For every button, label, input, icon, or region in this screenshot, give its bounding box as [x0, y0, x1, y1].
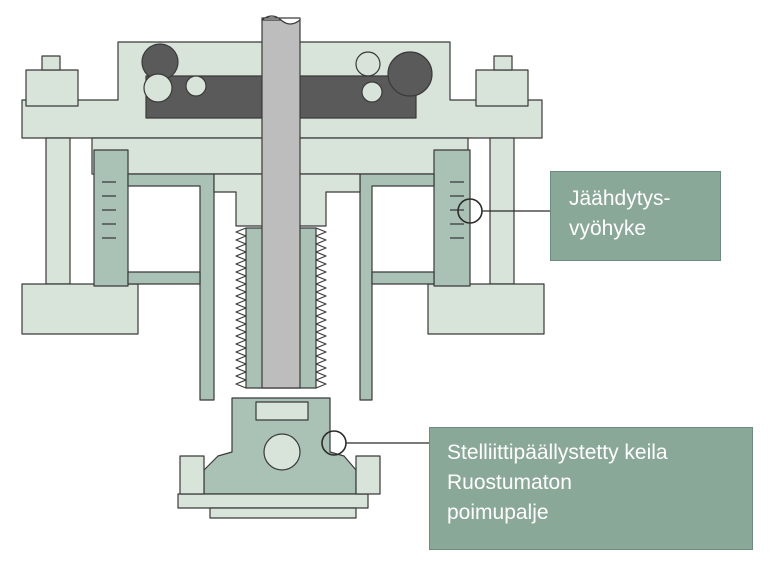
marker-circle	[321, 430, 347, 456]
callout-plug-line-2: Ruostumaton	[447, 471, 572, 494]
bolt-icon	[493, 55, 513, 71]
cavity-floor-left	[127, 271, 201, 285]
callout-cooling-zone: Jäähdytys- vyöhyke	[550, 171, 721, 261]
callout-plug-line-3: poimupalje	[447, 501, 549, 524]
seal-ring-right-2	[387, 51, 433, 97]
cavity-wall-right	[359, 173, 435, 401]
plug-cap	[255, 401, 309, 421]
cooling-fins	[102, 181, 464, 239]
callout-cooling-line-1: Jäähdytys-	[569, 187, 671, 210]
plug-side-right	[355, 455, 381, 495]
callout-cooling-line-2: vyöhyke	[569, 217, 647, 240]
callout-plug-line-1: Stelliittipäällystetty keila	[447, 441, 668, 464]
seal-ring-right-3	[361, 81, 383, 103]
cavity-wall-left	[127, 173, 215, 401]
plug-base	[177, 493, 369, 509]
bolt-icon	[45, 137, 71, 285]
plug-side-left	[179, 455, 205, 495]
bolt-icon	[41, 55, 61, 71]
stem-break	[261, 15, 301, 25]
seal-ring-left-2	[143, 73, 173, 103]
cooling-jacket-right	[433, 149, 471, 287]
lower-flange	[21, 283, 545, 335]
cooling-jacket-left	[93, 149, 129, 287]
seal-ring-right	[355, 51, 381, 77]
plug-seat	[209, 507, 357, 519]
nut-icon	[25, 69, 79, 107]
seal-ring-left-3	[185, 75, 207, 97]
stem	[261, 19, 301, 389]
callout-plug-and-bellows: Stelliittipäällystetty keila Ruostumaton…	[429, 427, 753, 550]
nut-icon	[475, 69, 529, 107]
cavity-floor-right	[371, 271, 435, 285]
plug-ball	[263, 433, 301, 471]
bellows	[235, 227, 327, 389]
marker-circle	[457, 198, 483, 224]
